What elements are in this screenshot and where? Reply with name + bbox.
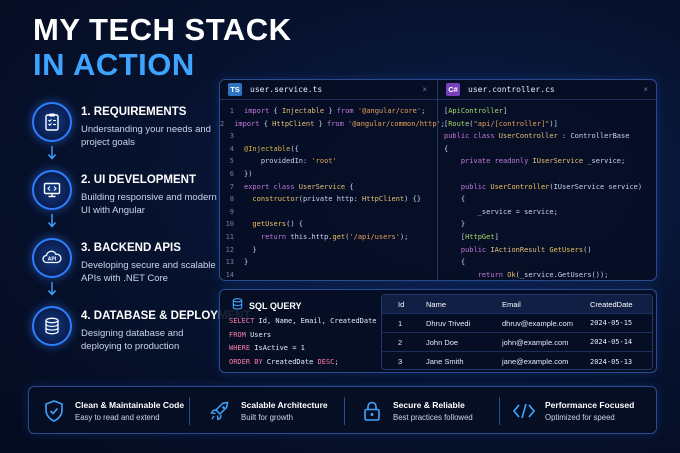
col-header: Email [502, 299, 521, 309]
close-icon[interactable]: × [422, 85, 427, 94]
shield-check-icon [39, 399, 69, 423]
step-title: 1. REQUIREMENTS [81, 106, 187, 118]
title-line-1: MY TECH STACK [33, 12, 292, 47]
title-line-2: IN ACTION [33, 47, 195, 82]
step-desc: Designing database and deploying to prod… [81, 328, 184, 352]
divider [344, 397, 345, 425]
table-header-row: Id Name Email CreatedDate [382, 295, 652, 314]
editor-csharp: C# user.controller.cs × [ApiController] … [437, 80, 656, 280]
table-row: 2 John Doe john@example.com 2024-05-14 [382, 333, 652, 352]
cell: 3 [398, 357, 403, 366]
cell: 2024-05-13 [590, 357, 633, 366]
file-name: user.service.ts [250, 85, 323, 94]
cell: 1 [398, 318, 403, 328]
col-header: Name [426, 299, 447, 309]
typescript-badge: TS [228, 83, 242, 96]
arrow-down-icon [45, 214, 59, 232]
tab-user-controller[interactable]: C# user.controller.cs × [438, 80, 656, 100]
divider [189, 397, 190, 425]
process-steps: 1. REQUIREMENTS Understanding your needs… [30, 102, 251, 374]
file-name: user.controller.cs [468, 85, 555, 94]
clipboard-icon [32, 102, 72, 142]
step-database-deployment: 4. DATABASE & DEPLOYMENT Designing datab… [30, 306, 251, 374]
feature-title: Performance Focused [545, 400, 635, 410]
feature-title: Clean & Maintainable Code [75, 400, 185, 410]
step-title: 4. DATABASE & DEPLOYMENT [81, 310, 251, 322]
code-body: [ApiController] [Route("api/[controller]… [444, 107, 643, 279]
step-title: 2. UI DEVELOPMENT [81, 174, 197, 186]
feature-desc: Optimized for speed [545, 413, 615, 422]
step-ui-development: 2. UI DEVELOPMENT Building responsive an… [30, 170, 220, 238]
cell: 2024-05-14 [590, 338, 633, 346]
arrow-down-icon [45, 146, 59, 164]
cell: John Doe [426, 337, 459, 347]
rocket-icon [205, 400, 235, 422]
feature-desc: Easy to read and extend [75, 413, 160, 422]
col-header: Id [398, 299, 405, 309]
feature-desc: Best practices followed [393, 413, 473, 422]
feature-title: Scalable Architecture [241, 400, 328, 410]
step-backend-apis: API 3. BACKEND APIS Developing secure an… [30, 238, 220, 306]
table-row: 1 Dhruv Trivedi dhruv@example.com 2024-0… [382, 314, 652, 333]
svg-text:API: API [48, 257, 57, 263]
cell: dhruv@example.com [502, 318, 573, 328]
close-icon[interactable]: × [643, 85, 648, 94]
step-desc: Understanding your needs and project goa… [81, 124, 211, 148]
api-cloud-icon: API [32, 238, 72, 278]
sql-query-panel: SQL QUERY SELECT Id, Name, Email, Create… [219, 289, 657, 373]
step-desc: Developing secure and scalable APIs with… [81, 260, 216, 284]
cell: john@example.com [502, 337, 569, 347]
cell: jane@example.com [502, 357, 569, 366]
tab-user-service[interactable]: TS user.service.ts × [220, 80, 437, 100]
lock-icon [357, 400, 387, 422]
code-monitor-icon [32, 170, 72, 210]
cell: 2 [398, 337, 403, 347]
feature-desc: Built for growth [241, 413, 294, 422]
code-brackets-icon [509, 401, 539, 421]
database-icon [32, 306, 72, 346]
cell: 2024-05-15 [590, 319, 633, 327]
arrow-down-icon [45, 282, 59, 300]
sql-header: SQL QUERY [232, 297, 302, 315]
step-desc: Building responsive and modern UI with A… [81, 192, 217, 216]
col-header: CreatedDate [590, 299, 633, 309]
sql-label: SQL QUERY [249, 301, 302, 311]
result-table: Id Name Email CreatedDate 1 Dhruv Trived… [381, 294, 653, 370]
step-title: 3. BACKEND APIS [81, 242, 181, 254]
divider [499, 397, 500, 425]
cell: Dhruv Trivedi [426, 318, 471, 328]
database-icon [232, 297, 243, 315]
cell: Jane Smith [426, 357, 464, 366]
page-title: MY TECH STACK IN ACTION [33, 14, 292, 80]
csharp-badge: C# [446, 83, 460, 96]
feature-title: Secure & Reliable [393, 400, 465, 410]
step-requirements: 1. REQUIREMENTS Understanding your needs… [30, 102, 220, 170]
table-row: 3 Jane Smith jane@example.com 2024-05-13 [382, 352, 652, 371]
